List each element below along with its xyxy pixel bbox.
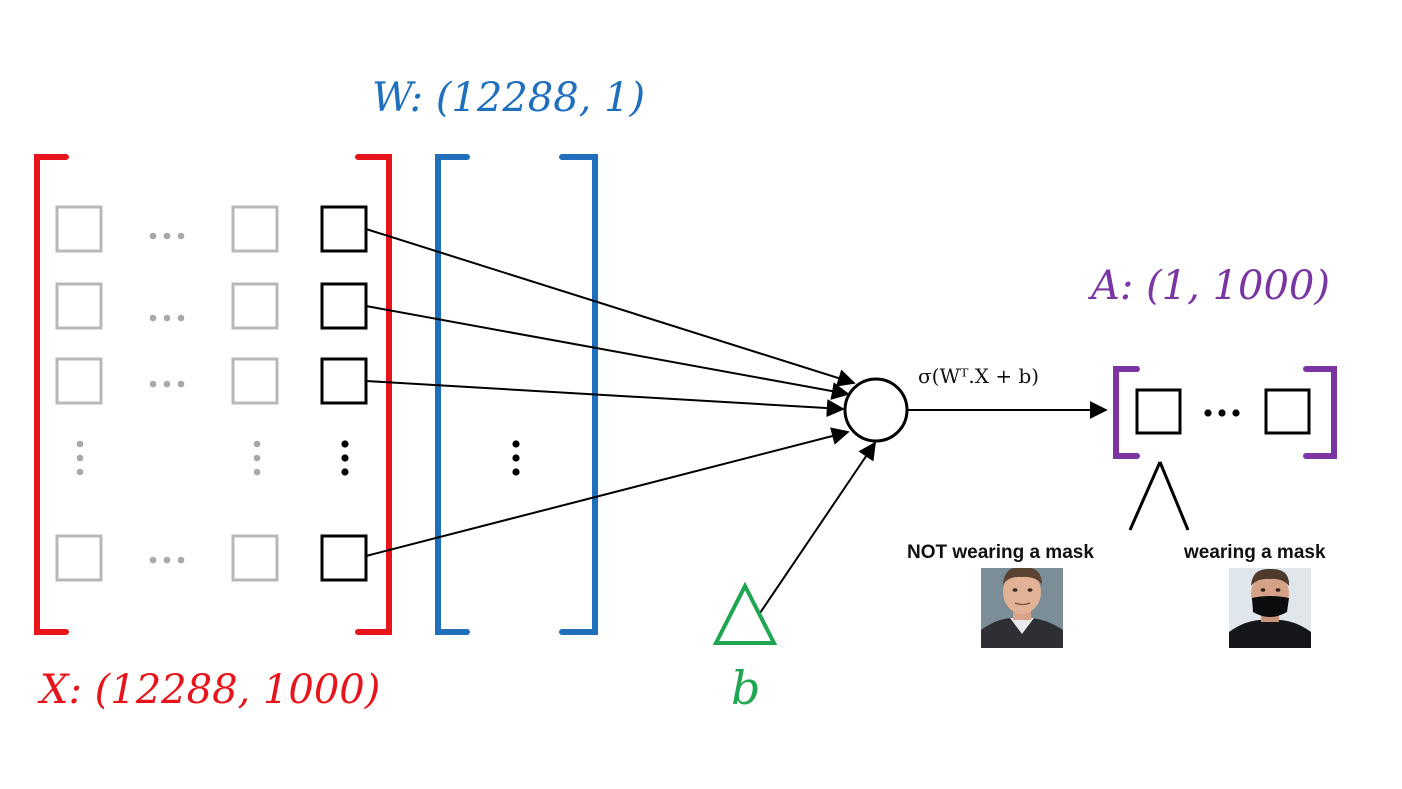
bias-triangle: [712, 581, 778, 645]
w-matrix-bracket: [435, 154, 598, 635]
x-active-cell: [320, 205, 368, 253]
w-matrix-vertical-ellipsis: [512, 440, 520, 476]
x-cell: [55, 357, 103, 405]
activation-formula: σ(Wᵀ.X + b): [918, 364, 1039, 388]
x-cell: [55, 282, 103, 330]
x-active-cell: [320, 534, 368, 582]
x-matrix-bracket: [34, 154, 392, 635]
x-active-cell: [320, 357, 368, 405]
x-cell: [231, 534, 279, 582]
x-matrix-label: X: (12288, 1000): [37, 667, 380, 713]
a-matrix-label: A: (1, 1000): [1087, 263, 1330, 309]
caption-wearing-mask: wearing a mask: [1183, 542, 1326, 563]
x-matrix-vertical-ellipsis: [76, 440, 349, 476]
output-class-split: [1128, 461, 1190, 531]
x-cell: [231, 205, 279, 253]
person-face-icon: [981, 568, 1063, 648]
x-active-cell: [320, 282, 368, 330]
x-cell: [55, 534, 103, 582]
w-matrix-label: W: (12288, 1): [372, 75, 645, 121]
x-cell: [231, 282, 279, 330]
x-matrix-horizontal-ellipsis: [149, 232, 185, 564]
a-cell-first: [1135, 388, 1182, 435]
a-matrix-horizontal-ellipsis: [1204, 409, 1240, 417]
x-matrix-active-column: [320, 205, 368, 582]
x-matrix-inactive-cells: [55, 205, 279, 582]
neuron-node: [843, 377, 909, 443]
bias-label: b: [731, 661, 760, 715]
caption-not-wearing-mask: NOT wearing a mask: [907, 542, 1094, 563]
a-matrix-bracket: [1113, 366, 1337, 459]
a-cell-last: [1264, 388, 1311, 435]
x-cell: [231, 357, 279, 405]
x-cell: [55, 205, 103, 253]
input-weight-arrows: [365, 228, 1108, 614]
person-masked-face-icon: [1229, 568, 1311, 648]
